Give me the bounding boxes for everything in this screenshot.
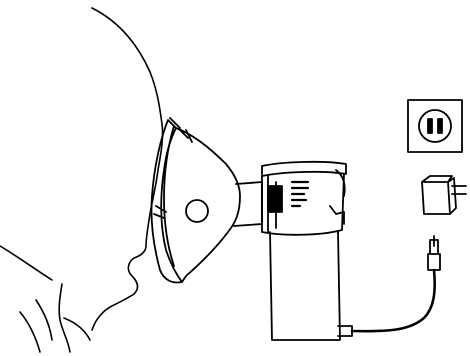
cable-line	[350, 268, 436, 333]
nebulizer-tab-right	[329, 169, 346, 225]
neck-line-2	[35, 299, 53, 341]
outlet-slot-left	[427, 118, 433, 134]
outlet-face	[418, 109, 452, 143]
outlet	[407, 99, 463, 153]
nebulizer-vent-block	[267, 185, 283, 213]
adapter-top	[421, 175, 453, 183]
mask-shell	[175, 127, 241, 283]
nebulizer	[261, 160, 353, 341]
nebulizer-cup-body	[261, 173, 345, 236]
cable-connector	[427, 235, 441, 271]
collar-curve	[63, 317, 91, 341]
nebulizer-body	[269, 231, 341, 341]
mask	[150, 117, 241, 284]
adapter-body	[421, 181, 451, 215]
chin-neck-line	[0, 245, 53, 281]
mask-strap-clip-top	[169, 117, 193, 143]
adapter	[421, 175, 467, 215]
face-profile	[0, 7, 164, 353]
outlet-slot-right	[437, 118, 443, 134]
connector-collar	[233, 181, 263, 227]
mask-rim-inner	[163, 125, 175, 267]
mask-exhale-port	[185, 199, 209, 223]
face-outline	[91, 7, 164, 331]
mask-strap-clip-bottom	[153, 205, 167, 219]
neck-front	[58, 283, 71, 353]
adapter-prongs	[451, 185, 467, 195]
neck-line-3	[19, 311, 41, 353]
mask-connector	[233, 181, 263, 227]
nebulizer-label-lines	[290, 180, 310, 208]
nebulizer-cup-top	[261, 160, 347, 177]
mask-rim-outer	[150, 119, 183, 284]
adapter-side	[447, 177, 457, 215]
cable	[350, 235, 441, 333]
outlet-plate	[407, 99, 463, 153]
